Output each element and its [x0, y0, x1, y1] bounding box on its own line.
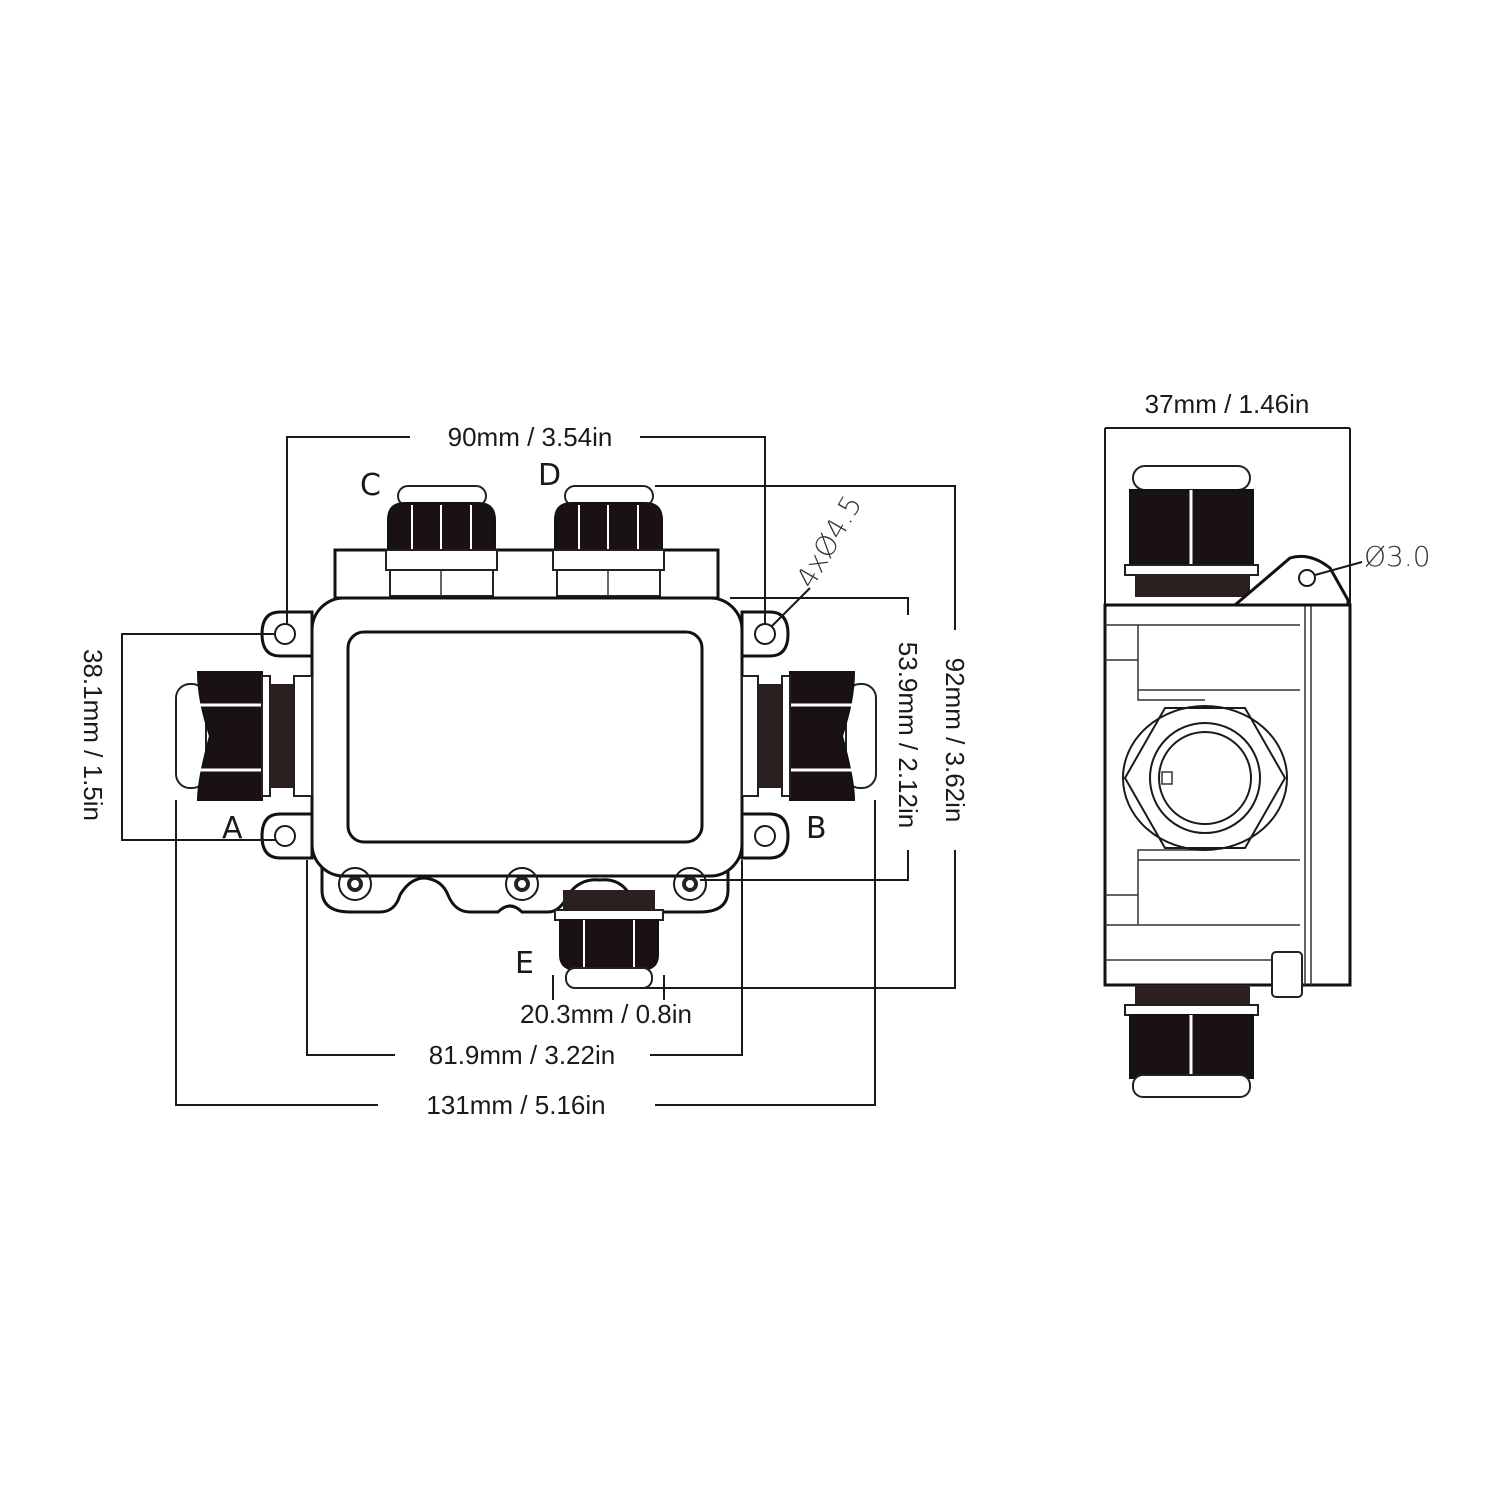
- lid-screws: [338, 867, 707, 901]
- dim-top-width: 90mm / 3.54in: [448, 422, 613, 452]
- dimension-lines: [121, 436, 956, 1106]
- tab-hole: [1298, 569, 1316, 587]
- gland-a: [175, 671, 313, 801]
- dim-body-width: 81.9mm / 3.22in: [429, 1040, 615, 1070]
- mount-hole: [754, 825, 776, 847]
- front-view: C D A B E 90mm / 3.54in 92mm / 3.62in 53…: [78, 422, 970, 1120]
- dim-tab-hole: Ø3.0: [1364, 540, 1431, 573]
- gland-e: [554, 890, 664, 989]
- side-gland-top: [1124, 465, 1259, 597]
- gland-b: [741, 671, 877, 801]
- side-gland-bottom: [1124, 985, 1259, 1098]
- port-label-a: A: [222, 811, 243, 846]
- mount-tab: [1230, 554, 1363, 607]
- mount-hole: [274, 825, 296, 847]
- port-label-d: D: [538, 458, 561, 493]
- port-label-c: C: [360, 468, 381, 503]
- lid-window: [346, 630, 704, 844]
- gland-c: [385, 485, 498, 597]
- side-view: 37mm / 1.46in: [1103, 389, 1431, 1098]
- dim-ear-spacing: 38.1mm / 1.5in: [78, 649, 108, 821]
- port-label-e: E: [515, 946, 534, 981]
- dim-overall-width: 131mm / 5.16in: [426, 1090, 605, 1120]
- side-body: [1103, 603, 1352, 987]
- gland-d: [552, 485, 665, 597]
- dim-mount-holes: 4xØ4.5: [789, 490, 868, 594]
- dim-depth: 37mm / 1.46in: [1145, 389, 1310, 419]
- dim-gland-width: 20.3mm / 0.8in: [520, 999, 692, 1029]
- dim-body-height: 53.9mm / 2.12in: [893, 642, 923, 828]
- dim-overall-height: 92mm / 3.62in: [940, 658, 970, 823]
- side-gland: [1122, 705, 1288, 851]
- port-label-b: B: [806, 811, 827, 846]
